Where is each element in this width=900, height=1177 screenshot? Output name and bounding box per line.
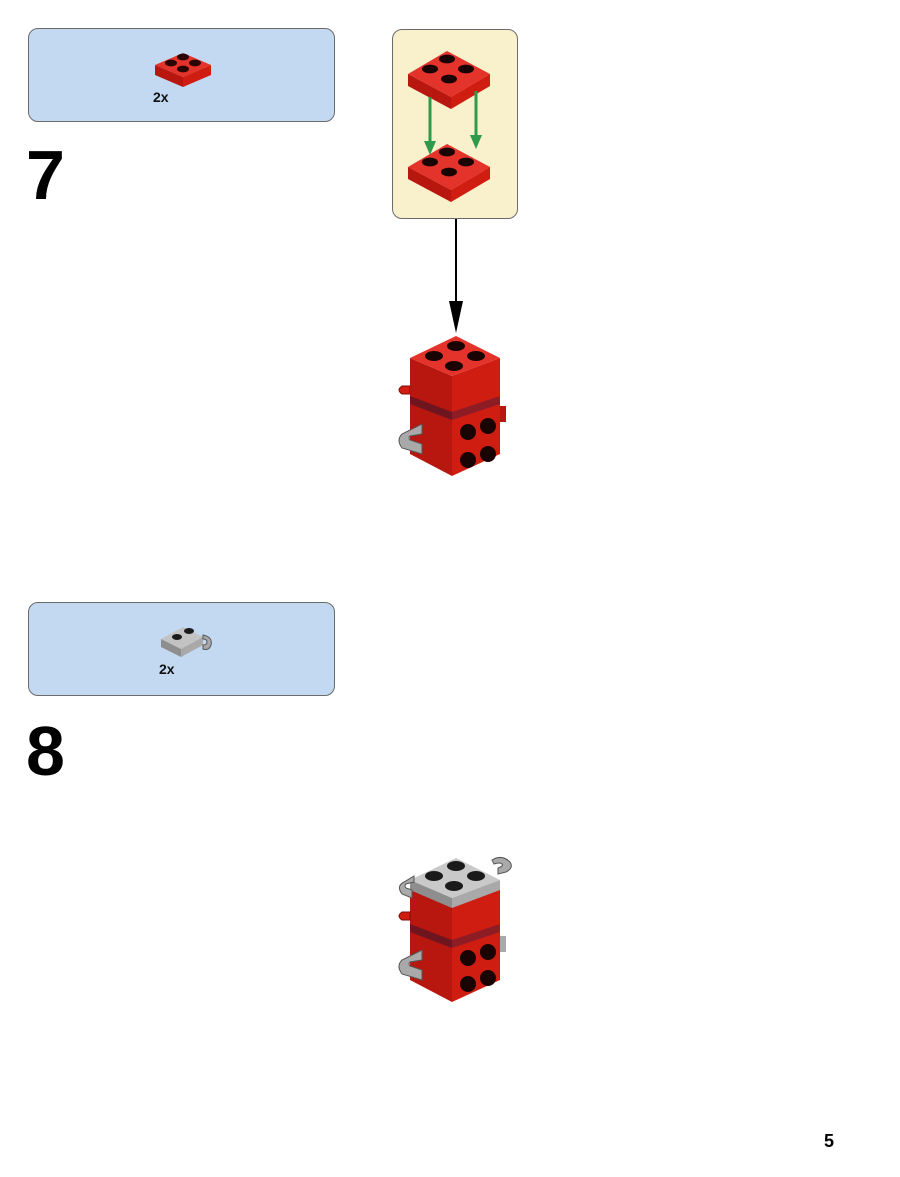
step-8-model-icon xyxy=(398,856,512,1002)
stack-arrow-icon xyxy=(424,91,482,155)
subassembly-diagram xyxy=(408,51,490,202)
assembly-arrow-icon xyxy=(449,219,463,333)
upper-plate-icon xyxy=(408,51,490,109)
step-8-parts-list: 2x xyxy=(28,602,335,696)
step-7-model-icon xyxy=(398,336,506,476)
red-2x2-plate-icon xyxy=(155,53,211,87)
page-number: 5 xyxy=(824,1131,835,1151)
step-7-parts-list: 2x xyxy=(28,28,335,122)
step-number: 8 xyxy=(26,712,65,790)
part-quantity: 2x xyxy=(159,661,175,677)
step-number: 7 xyxy=(26,136,65,214)
lower-plate-icon xyxy=(408,144,490,202)
gray-plate-with-clip-icon xyxy=(161,627,212,657)
part-quantity: 2x xyxy=(153,89,169,105)
